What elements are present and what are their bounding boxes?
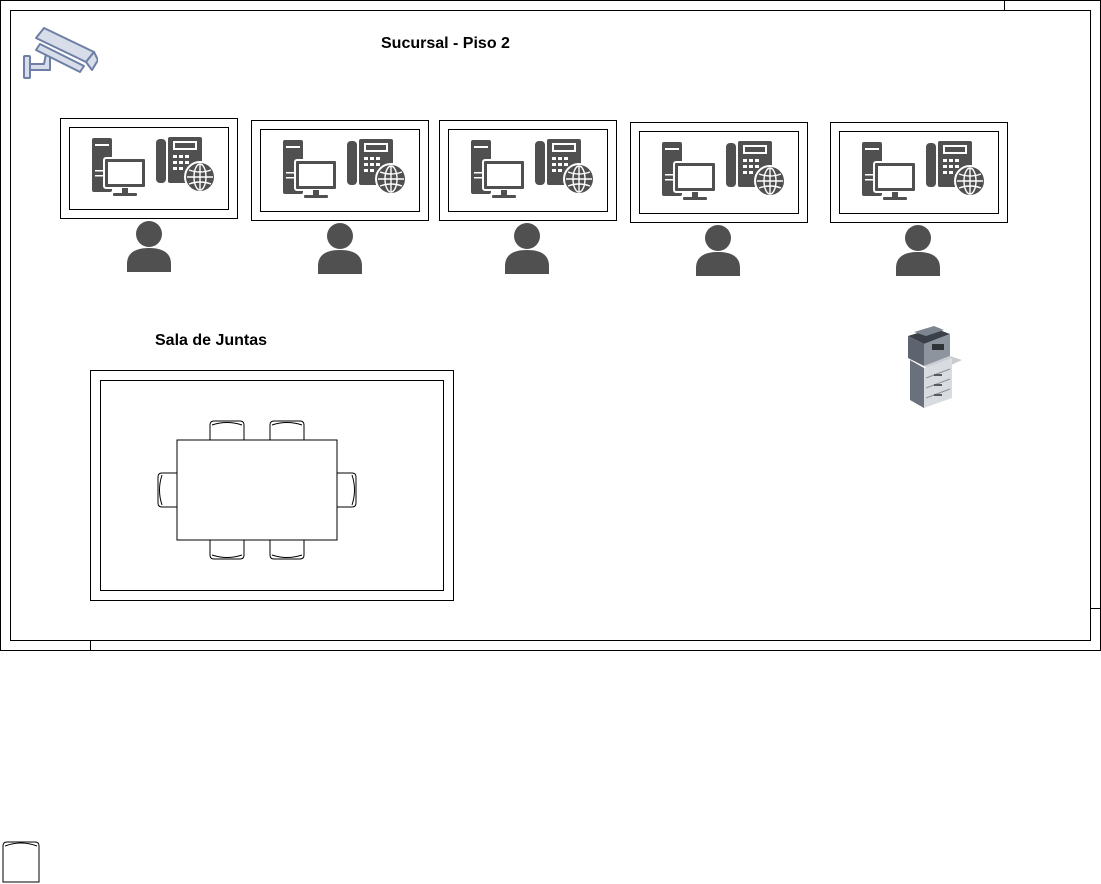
workstation-desk <box>830 122 1008 223</box>
ip-phone-icon <box>726 141 786 197</box>
desktop-computer-icon <box>471 140 525 198</box>
meeting-table-icon <box>150 415 364 565</box>
workstation-desk-inner <box>448 129 608 212</box>
workstation-desk-inner <box>839 131 999 214</box>
desktop-computer-icon <box>662 142 716 200</box>
workstation-desk-inner <box>639 131 799 214</box>
meeting-room-inner-wall <box>100 380 444 591</box>
chair-icon <box>0 838 42 884</box>
meeting-room-outer-wall <box>90 370 454 601</box>
wall-tick-bottom <box>90 640 91 651</box>
user-icon <box>694 224 742 276</box>
workstation-desk-inner <box>260 129 420 212</box>
floor-title: Sucursal - Piso 2 <box>381 35 510 52</box>
security-camera-icon <box>22 24 98 80</box>
ip-phone-icon <box>535 139 595 195</box>
workstation-desk-inner <box>69 127 229 210</box>
ip-phone-icon <box>926 141 986 197</box>
user-icon <box>125 220 173 272</box>
wall-tick-right <box>1090 608 1101 609</box>
workstation-desk <box>630 122 808 223</box>
copier-printer-icon <box>904 326 964 410</box>
meeting-room-title: Sala de Juntas <box>155 332 268 349</box>
wall-tick-top <box>1004 0 1005 10</box>
ip-phone-icon <box>347 139 407 195</box>
user-icon <box>894 224 942 276</box>
desktop-computer-icon <box>283 140 337 198</box>
user-icon <box>503 222 551 274</box>
workstation-desk <box>439 120 617 221</box>
workstation-desk <box>251 120 429 221</box>
ip-phone-icon <box>156 137 216 193</box>
user-icon <box>316 222 364 274</box>
floor-inner-wall <box>10 10 1091 641</box>
workstation-desk <box>60 118 238 219</box>
desktop-computer-icon <box>92 138 146 196</box>
desktop-computer-icon <box>862 142 916 200</box>
